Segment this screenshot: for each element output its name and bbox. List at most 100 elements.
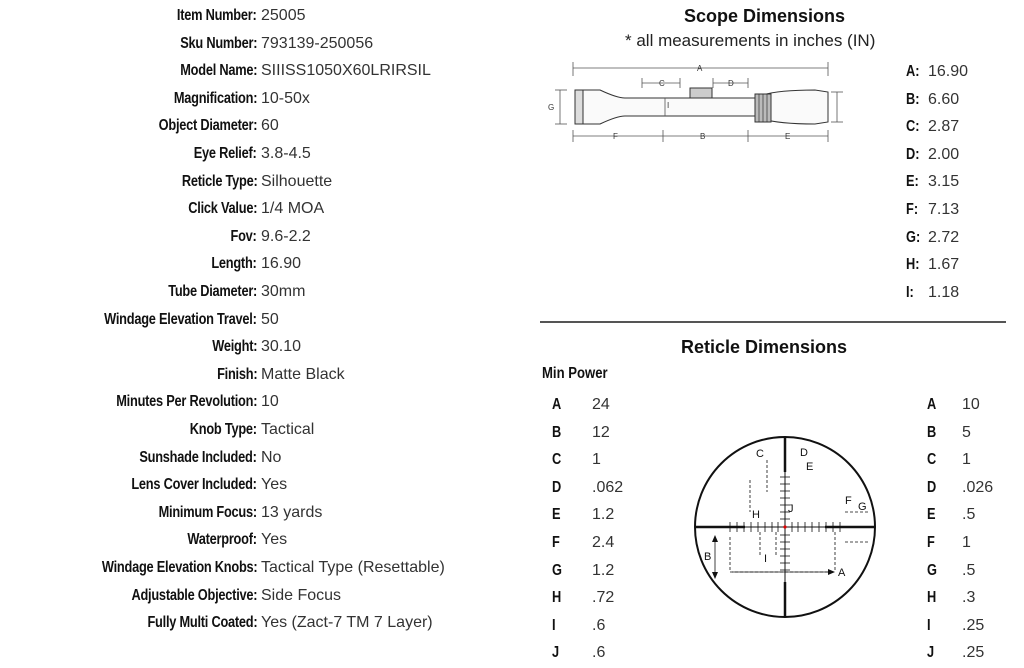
spec-value: Yes (Zact-7 TM 7 Layer) <box>261 614 433 632</box>
reticle-label-g: G <box>858 501 867 513</box>
spec-value: 60 <box>261 117 279 135</box>
reticle-letter: A <box>927 396 937 413</box>
spec-label: Waterproof: <box>187 531 258 549</box>
reticle-value: 12 <box>592 423 610 441</box>
reticle-letter: G <box>927 561 937 579</box>
spec-row: Lens Cover Included:Yes <box>0 475 520 495</box>
reticle-value: 10 <box>962 396 980 413</box>
spec-row: Adjustable Objective:Side Focus <box>0 586 520 606</box>
dimension-value: 2.72 <box>928 228 960 246</box>
spec-value: 50 <box>261 310 279 328</box>
dimension-letter: F: <box>906 201 919 218</box>
scope-diagram: A C D I G H F B E <box>548 62 843 142</box>
spec-row: Sunshade Included:No <box>0 448 520 468</box>
spec-label: Lens Cover Included: <box>131 476 258 494</box>
reticle-value: .6 <box>592 616 606 634</box>
spec-value: Tactical <box>261 421 315 438</box>
scope-label-e: E <box>785 132 790 141</box>
spec-row: Magnification:10-50x <box>0 89 520 109</box>
scope-dimension-row: F:7.13 <box>906 200 959 220</box>
spec-label: Length: <box>211 255 257 273</box>
spec-label: Minutes Per Revolution: <box>116 393 257 411</box>
reticle-value: .026 <box>962 478 994 496</box>
reticle-value: .3 <box>962 589 976 607</box>
spec-value: Silhouette <box>261 172 333 190</box>
spec-value: 9.6-2.2 <box>261 227 311 245</box>
reticle-letter: C <box>927 451 937 469</box>
reticle-label-i: I <box>764 553 767 565</box>
reticle-value: 2.4 <box>592 534 615 551</box>
spec-row: Fully Multi Coated:Yes (Zact-7 TM 7 Laye… <box>0 613 520 633</box>
spec-row: Waterproof:Yes <box>0 530 520 550</box>
dimension-value: 2.87 <box>928 118 960 136</box>
spec-value: 3.8-4.5 <box>261 145 311 162</box>
reticle-letter: B <box>552 423 562 441</box>
scope-dimension-row: H:1.67 <box>906 255 959 275</box>
spec-row: Tube Diameter:30mm <box>0 282 520 302</box>
scope-label-c: C <box>659 79 665 88</box>
spec-value: Tactical Type (Resettable) <box>261 559 445 576</box>
reticle-letter: E <box>927 506 936 524</box>
spec-label: Finish: <box>216 365 258 383</box>
spec-label: Magnification: <box>173 89 258 107</box>
spec-value: 10 <box>261 393 279 411</box>
reticle-value: .5 <box>962 561 976 579</box>
spec-row: Object Diameter:60 <box>0 116 520 136</box>
spec-label: Model Name: <box>179 62 257 80</box>
reticle-value: .72 <box>592 589 615 607</box>
reticle-dimensions-title: Reticle Dimensions <box>681 337 848 357</box>
spec-value: 13 yards <box>261 503 323 521</box>
dimension-value: 6.60 <box>928 90 960 108</box>
spec-label: Minimum Focus: <box>158 503 258 521</box>
spec-label: Knob Type: <box>189 421 257 438</box>
reticle-value: 1 <box>592 451 601 469</box>
spec-value: 16.90 <box>261 255 302 273</box>
spec-label: Sunshade Included: <box>139 448 258 466</box>
reticle-letter: A <box>552 396 562 413</box>
reticle-letter: J <box>552 644 560 662</box>
spec-value: 25005 <box>261 7 306 24</box>
dimension-value: 3.15 <box>928 173 960 191</box>
spec-label: Reticle Type: <box>181 172 257 190</box>
scope-dimension-row: E: 3.15 <box>906 172 959 192</box>
reticle-label-j: J <box>788 503 794 515</box>
reticle-value: .5 <box>962 506 976 524</box>
dimension-letter: E: <box>906 173 919 191</box>
spec-label: Sku Number: <box>179 34 257 52</box>
scope-dimension-row: D:2.00 <box>906 145 959 165</box>
spec-row: Sku Number:793139-250056 <box>0 34 520 54</box>
reticle-letter: G <box>552 561 562 579</box>
spec-row: Windage Elevation Knobs:Tactical Type (R… <box>0 558 520 578</box>
spec-row: Windage Elevation Travel:50 <box>0 310 520 330</box>
spec-label: Windage Elevation Knobs: <box>101 559 257 576</box>
spec-value: 30mm <box>261 283 306 300</box>
reticle-label-c: C <box>756 448 764 460</box>
spec-label: Item Number: <box>177 7 257 24</box>
reticle-letter: E <box>552 506 561 524</box>
reticle-value: 1.2 <box>592 506 615 524</box>
spec-value: 10-50x <box>261 89 310 107</box>
spec-row: Minimum Focus:13 yards <box>0 503 520 523</box>
spec-row: Weight:30.10 <box>0 337 520 357</box>
spec-label: Fully Multi Coated: <box>147 614 257 632</box>
spec-value: 793139-250056 <box>261 34 374 52</box>
reticle-value: .25 <box>962 616 985 634</box>
spec-value: Side Focus <box>261 586 342 604</box>
section-divider <box>540 321 1006 323</box>
scope-units-note: * all measurements in inches (IN) <box>625 31 876 50</box>
spec-label: Object Diameter: <box>158 117 257 135</box>
reticle-letter: B <box>927 423 937 441</box>
scope-label-f: F <box>613 132 618 141</box>
dimension-letter: A: <box>906 63 920 80</box>
reticle-value: 24 <box>592 396 610 413</box>
reticle-label-b: B <box>704 551 711 563</box>
reticle-letter: H <box>552 589 562 607</box>
min-power-label: Min Power <box>542 365 608 382</box>
reticle-letter: I <box>927 616 931 634</box>
reticle-letter: F <box>927 534 935 551</box>
scope-dimension-row: I:1.18 <box>906 283 959 303</box>
spec-label: Tube Diameter: <box>168 283 257 300</box>
reticle-label-f: F <box>845 495 852 507</box>
spec-row: Reticle Type:Silhouette <box>0 172 520 192</box>
reticle-label-e: E <box>806 461 813 473</box>
